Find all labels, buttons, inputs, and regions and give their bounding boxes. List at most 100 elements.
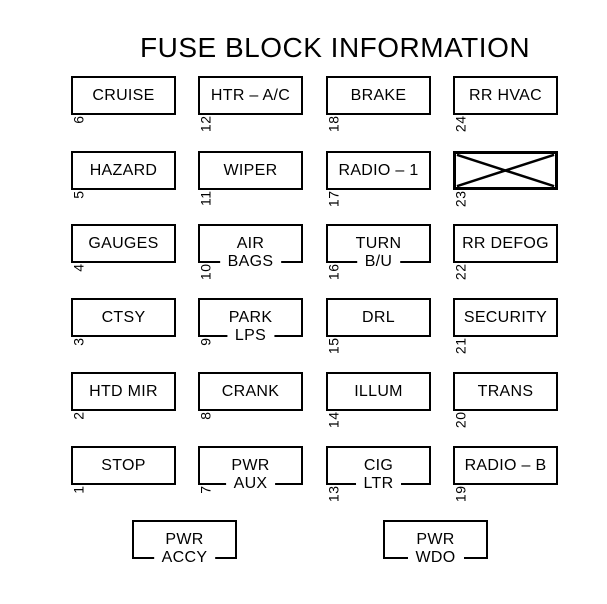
fuse-label: PWR [231,456,270,474]
fuse-number: 15 [325,337,342,355]
fuse-number: 16 [325,263,342,281]
fuse-label: STOP [101,456,146,474]
fuse-number: 10 [197,263,214,281]
fuse-cell-stop: STOP 1 [71,446,176,494]
fuse-number: 18 [325,115,342,133]
fuse-number: 23 [452,190,469,208]
fuse-box [453,151,558,190]
fuse-box: WIPER [198,151,303,190]
fuse-number: 22 [452,263,469,281]
fuse-number: 2 [70,411,87,420]
fuse-box: SECURITY [453,298,558,337]
fuse-box: STOP [71,446,176,485]
fuse-label: RR HVAC [469,86,542,104]
fuse-cell-hazard: HAZARD 5 [71,151,176,199]
fuse-box: PWR ACCY [132,520,237,568]
fuse-box: DRL [326,298,431,337]
fuse-label-line2: BAGS [219,253,282,272]
fuse-box: PARK LPS [198,298,303,346]
fuse-label-line2: LTR [355,475,402,494]
fuse-cell-cig-ltr: CIG LTR 13 [326,446,431,502]
fuse-cell-rr-defog: RR DEFOG 22 [453,224,558,280]
fuse-label: AIR [236,234,265,252]
fuse-label: CRANK [221,382,280,400]
fuse-cell-drl: DRL 15 [326,298,431,354]
fuse-cell-turn-bu: TURN B/U 16 [326,224,431,280]
fuse-label: TRANS [477,382,534,400]
fuse-cell-unused-23: 23 [453,151,558,207]
fuse-label: PARK [228,308,273,326]
fuse-number: 5 [70,190,87,199]
fuse-box: PWR AUX [198,446,303,494]
fuse-label-line2: WDO [407,549,464,568]
fuse-number: 13 [325,485,342,503]
fuse-cell-brake: BRAKE 18 [326,76,431,132]
fuse-label: CRUISE [92,86,155,104]
fuse-cell-security: SECURITY 21 [453,298,558,354]
fuse-number: 7 [197,485,214,494]
fuse-label: RADIO – 1 [338,161,419,179]
fuse-number: 24 [452,115,469,133]
fuse-box: RR HVAC [453,76,558,115]
fuse-label: BRAKE [350,86,407,104]
fuse-label: TURN [355,234,402,252]
fuse-label: PWR [165,530,204,548]
fuse-label: CIG [363,456,394,474]
fuse-cell-radio-1: RADIO – 1 17 [326,151,431,207]
fuse-number: 11 [197,190,214,207]
fuse-number: 20 [452,411,469,429]
fuse-box: RADIO – B [453,446,558,485]
fuse-box: HTR – A/C [198,76,303,115]
fuse-number: 4 [70,263,87,272]
fuse-number: 17 [325,190,342,208]
fuse-number: 19 [452,485,469,503]
fuse-box: TURN B/U [326,224,431,272]
fuse-label: HTD MIR [89,382,158,400]
fuse-label: PWR [416,530,455,548]
fuse-label: HTR – A/C [210,86,291,104]
fuse-cell-ctsy: CTSY 3 [71,298,176,346]
fuse-cell-crank: CRANK 8 [198,372,303,420]
fuse-cell-park-lps: PARK LPS 9 [198,298,303,346]
fuse-box: ILLUM [326,372,431,411]
fuse-cell-gauges: GAUGES 4 [71,224,176,272]
fuse-label: CTSY [101,308,146,326]
fuse-label-line2: LPS [226,327,275,346]
fuse-box: TRANS [453,372,558,411]
fuse-label: ILLUM [354,382,403,400]
fuse-cell-wiper: WIPER 11 [198,151,303,206]
fuse-cell-pwr-accy: PWR ACCY [132,520,237,568]
fuse-cell-pwr-wdo: PWR WDO [383,520,488,568]
fuse-label: DRL [362,308,395,326]
crossed-out-icon [456,154,555,187]
fuse-box: HTD MIR [71,372,176,411]
fuse-number: 12 [197,115,214,133]
fuse-cell-rr-hvac: RR HVAC 24 [453,76,558,132]
fuse-box: RADIO – 1 [326,151,431,190]
fuse-number: 1 [70,485,87,494]
fuse-box: CRUISE [71,76,176,115]
fuse-number: 21 [452,337,469,355]
fuse-box: CIG LTR [326,446,431,494]
fuse-cell-illum: ILLUM 14 [326,372,431,428]
fuse-cell-cruise: CRUISE 6 [71,76,176,124]
fuse-cell-radio-b: RADIO – B 19 [453,446,558,502]
fuse-label: SECURITY [463,308,548,326]
fuse-number: 3 [70,337,87,346]
fuse-label-line2: ACCY [153,549,216,568]
fuse-cell-htd-mir: HTD MIR 2 [71,372,176,420]
fuse-label: RADIO – B [464,456,547,474]
fuse-box: RR DEFOG [453,224,558,263]
fuse-number: 6 [70,115,87,124]
fuse-box: BRAKE [326,76,431,115]
fuse-label: HAZARD [89,161,158,179]
diagram-title: FUSE BLOCK INFORMATION [140,32,531,63]
fuse-number: 9 [197,337,214,346]
fuse-cell-air-bags: AIR BAGS 10 [198,224,303,280]
fuse-cell-htr-ac: HTR – A/C 12 [198,76,303,132]
fuse-box: HAZARD [71,151,176,190]
fuse-label-line2: AUX [225,475,276,494]
fuse-number: 8 [197,411,214,420]
fuse-label: WIPER [223,161,278,179]
fuse-cell-pwr-aux: PWR AUX 7 [198,446,303,494]
